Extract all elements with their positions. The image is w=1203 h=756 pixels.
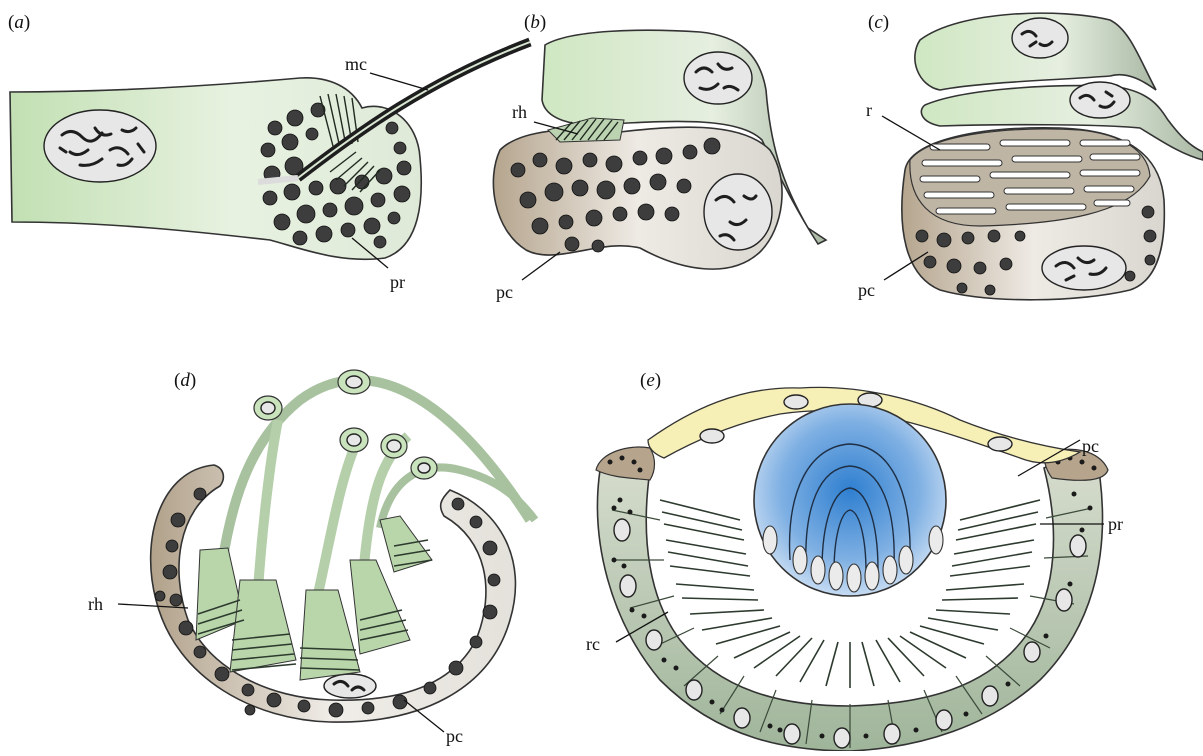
nucleus-c-pigment [1042, 246, 1126, 290]
annotation-pc-b: pc [496, 282, 513, 302]
nucleus-b-bottom [704, 174, 772, 250]
nucleus-d-pigment [324, 674, 376, 698]
annotation-rh-b: rh [512, 102, 527, 122]
annotation-pc-e: pc [1082, 436, 1099, 456]
annotation-mc: mc [345, 54, 367, 74]
panel-b-label: (b) [524, 12, 546, 33]
nucleus-c-upper [1012, 18, 1068, 58]
rhabdomeres-d [196, 516, 432, 680]
panel-a-label: (a) [8, 12, 30, 33]
nucleus-c-lower [1070, 82, 1130, 118]
panel-c-label: (c) [868, 12, 889, 33]
nucleus-b-top [684, 52, 752, 104]
rhabdomere-b [548, 118, 624, 142]
annotation-pr-e: pr [1108, 514, 1123, 534]
leader-mc [370, 73, 428, 90]
annotation-rh-d: rh [88, 594, 103, 614]
panel-c: (c) r [858, 12, 1203, 300]
annotation-rc-e: rc [586, 634, 600, 654]
panel-e-label: (e) [640, 370, 661, 391]
annotation-pc-c: pc [858, 280, 875, 300]
annotation-pc-d: pc [446, 726, 463, 746]
panel-d-label: (d) [174, 370, 196, 391]
panel-e: (e) [586, 370, 1123, 751]
annotation-pr-a: pr [390, 272, 405, 292]
annotation-r-c: r [866, 100, 872, 120]
panel-b: (b) rh pc [493, 12, 826, 302]
panel-d: (d) [88, 370, 535, 746]
leader-pc-b [522, 252, 560, 280]
panel-a: (a) [8, 12, 530, 292]
